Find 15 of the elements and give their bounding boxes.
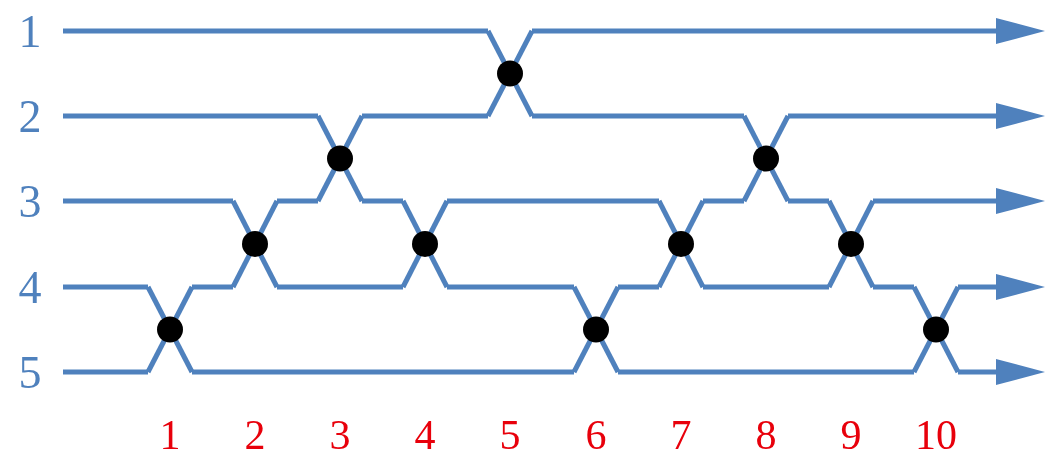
step-number: 2: [244, 414, 266, 456]
wire-number: 1: [18, 9, 42, 55]
wire-number: 4: [18, 265, 42, 311]
wire-number: 2: [18, 94, 42, 140]
step-number: 6: [585, 414, 607, 456]
step-number: 7: [670, 414, 692, 456]
step-number: 4: [414, 414, 436, 456]
step-number: 3: [329, 414, 351, 456]
step-number: 8: [755, 414, 777, 456]
wire-number: 5: [18, 350, 42, 396]
step-number: 1: [159, 414, 181, 456]
step-number: 9: [840, 414, 862, 456]
wire-number: 3: [18, 179, 42, 225]
step-number: 5: [499, 414, 521, 456]
step-number: 10: [915, 414, 957, 456]
